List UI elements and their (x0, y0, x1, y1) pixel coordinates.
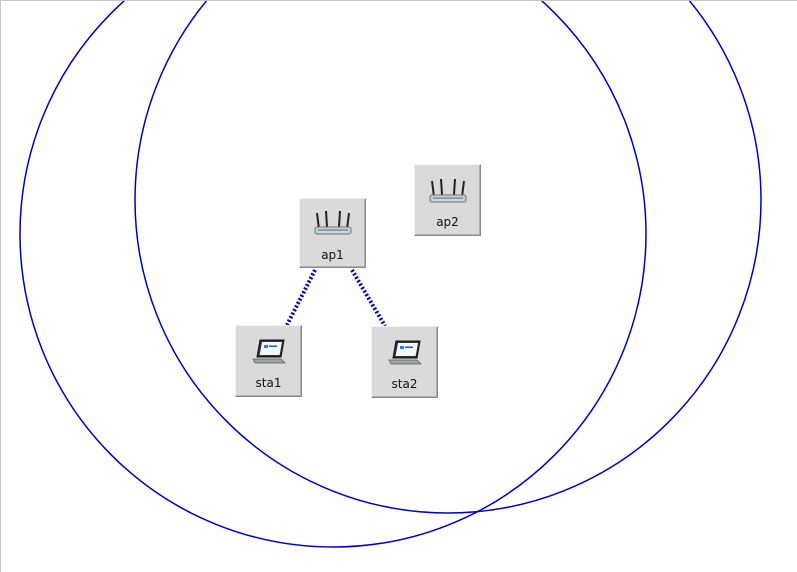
node-sta2[interactable]: sta2 (371, 326, 438, 398)
node-label: sta1 (255, 376, 282, 390)
laptop-icon (387, 340, 422, 365)
ap2-range-circle (134, 1, 762, 514)
router-icon (314, 210, 351, 235)
node-label: ap1 (321, 248, 344, 262)
link-ap1-sta2[interactable] (350, 268, 387, 328)
node-label: ap2 (436, 215, 459, 229)
router-icon (429, 178, 466, 203)
node-ap2[interactable]: ap2 (414, 164, 481, 236)
link-ap1-sta1[interactable] (285, 269, 317, 326)
ap1-range-circle (19, 1, 647, 548)
laptop-icon (251, 339, 286, 364)
node-ap1[interactable]: ap1 (299, 198, 366, 268)
node-label: sta2 (391, 377, 418, 391)
node-sta1[interactable]: sta1 (235, 325, 302, 397)
